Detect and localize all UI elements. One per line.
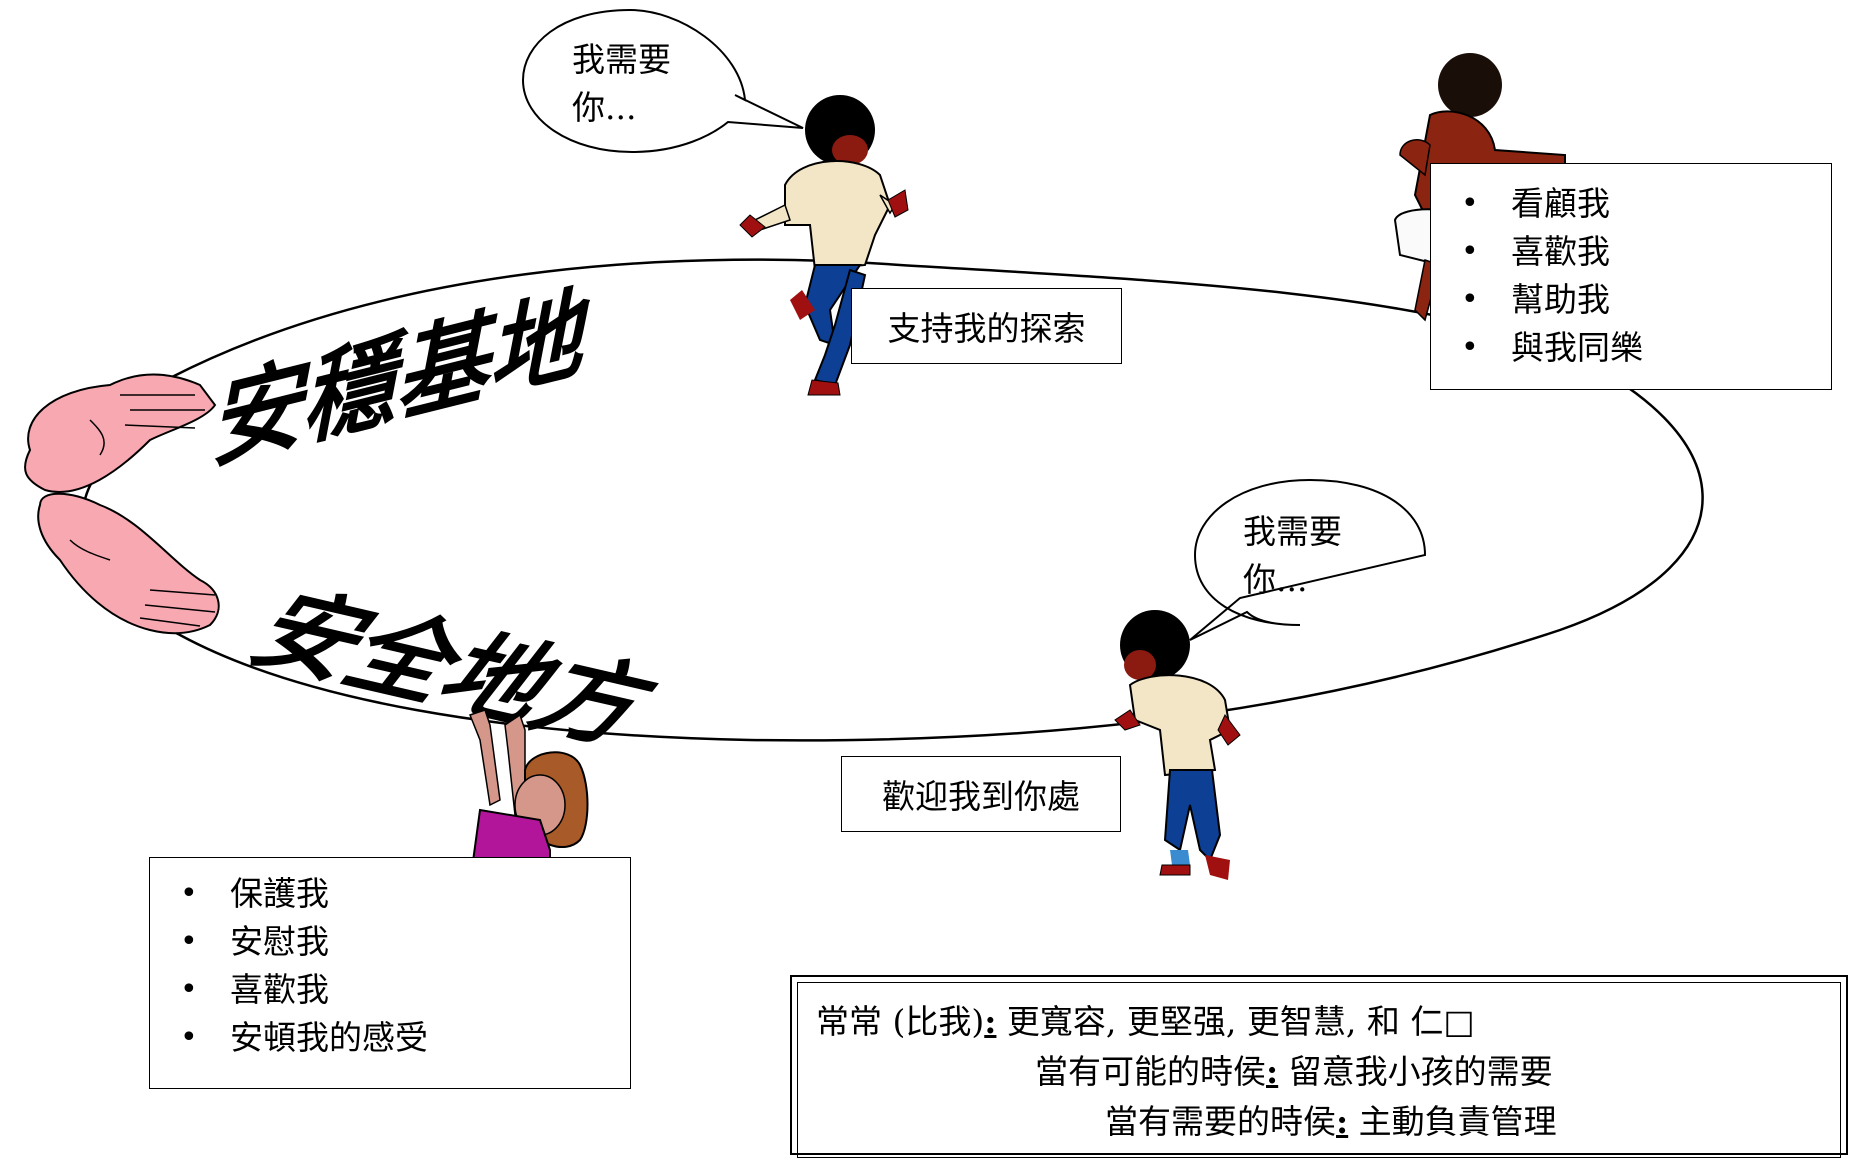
bottom-left-needs-box: 保護我 安慰我 喜歡我 安頓我的感受 [149,857,631,1089]
list-item: 看顧我 [1431,180,1831,228]
speech-line: 你... [572,88,637,127]
support-exploration-label: 支持我的探索 [851,288,1122,364]
child-returning-icon [1114,610,1241,880]
list-item: 安慰我 [150,918,630,966]
lower-hand-icon [37,492,220,635]
caregiver-line-3: 當有需要的時侯: 主動負責管理 [1105,1095,1557,1143]
caregiver-qualities-box: 常常 (比我): 更寬容, 更堅强, 更智慧, 和 仁□ 當有可能的時侯: 留意… [790,975,1848,1158]
colon: : [984,1002,997,1041]
bottom-left-needs-list: 保護我 安慰我 喜歡我 安頓我的感受 [150,870,630,1062]
safe-haven-title: 安全地方 [235,573,669,766]
caregiver-line-text: 留意我小孩的需要 [1278,1052,1553,1091]
secure-base-title: 安穩基地 [207,274,594,484]
list-item: 保護我 [150,870,630,918]
child-exploring-icon [739,95,909,396]
missing-glyph-icon: □ [1443,1002,1475,1041]
list-item: 喜歡我 [150,966,630,1014]
list-item: 與我同樂 [1431,324,1831,372]
welcome-coming-label: 歡迎我到你處 [841,756,1121,832]
top-right-needs-box: 看顧我 喜歡我 幫助我 與我同樂 [1430,163,1832,390]
speech-bubble-bottom [1189,478,1427,641]
caregiver-line-text: 更寬容, 更堅强, 更智慧, 和 仁 [996,1002,1444,1041]
caregiver-line-label: 當有需要的時侯 [1105,1102,1336,1141]
speech-bubble-top [521,8,804,154]
speech-bubble-bottom-text: 我需要 你... [1243,508,1342,604]
speech-bubble-top-text: 我需要 你... [572,36,671,132]
caregiver-line-2: 當有可能的時侯: 留意我小孩的需要 [1035,1045,1553,1093]
speech-line: 我需要 [572,40,671,79]
list-item: 喜歡我 [1431,228,1831,276]
speech-line: 你... [1243,560,1308,599]
caregiver-line-label: 常常 (比我) [816,1002,985,1041]
colon: : [1266,1052,1279,1091]
top-right-needs-list: 看顧我 喜歡我 幫助我 與我同樂 [1431,180,1831,372]
caregiver-line-text: 主動負責管理 [1348,1102,1557,1141]
caregiver-line-1: 常常 (比我): 更寬容, 更堅强, 更智慧, 和 仁□ [816,995,1475,1043]
speech-line: 我需要 [1243,512,1342,551]
upper-hand-icon [24,373,217,493]
list-item: 幫助我 [1431,276,1831,324]
caregiver-line-label: 當有可能的時侯 [1035,1052,1266,1091]
list-item: 安頓我的感受 [150,1014,630,1062]
colon: : [1336,1102,1349,1141]
